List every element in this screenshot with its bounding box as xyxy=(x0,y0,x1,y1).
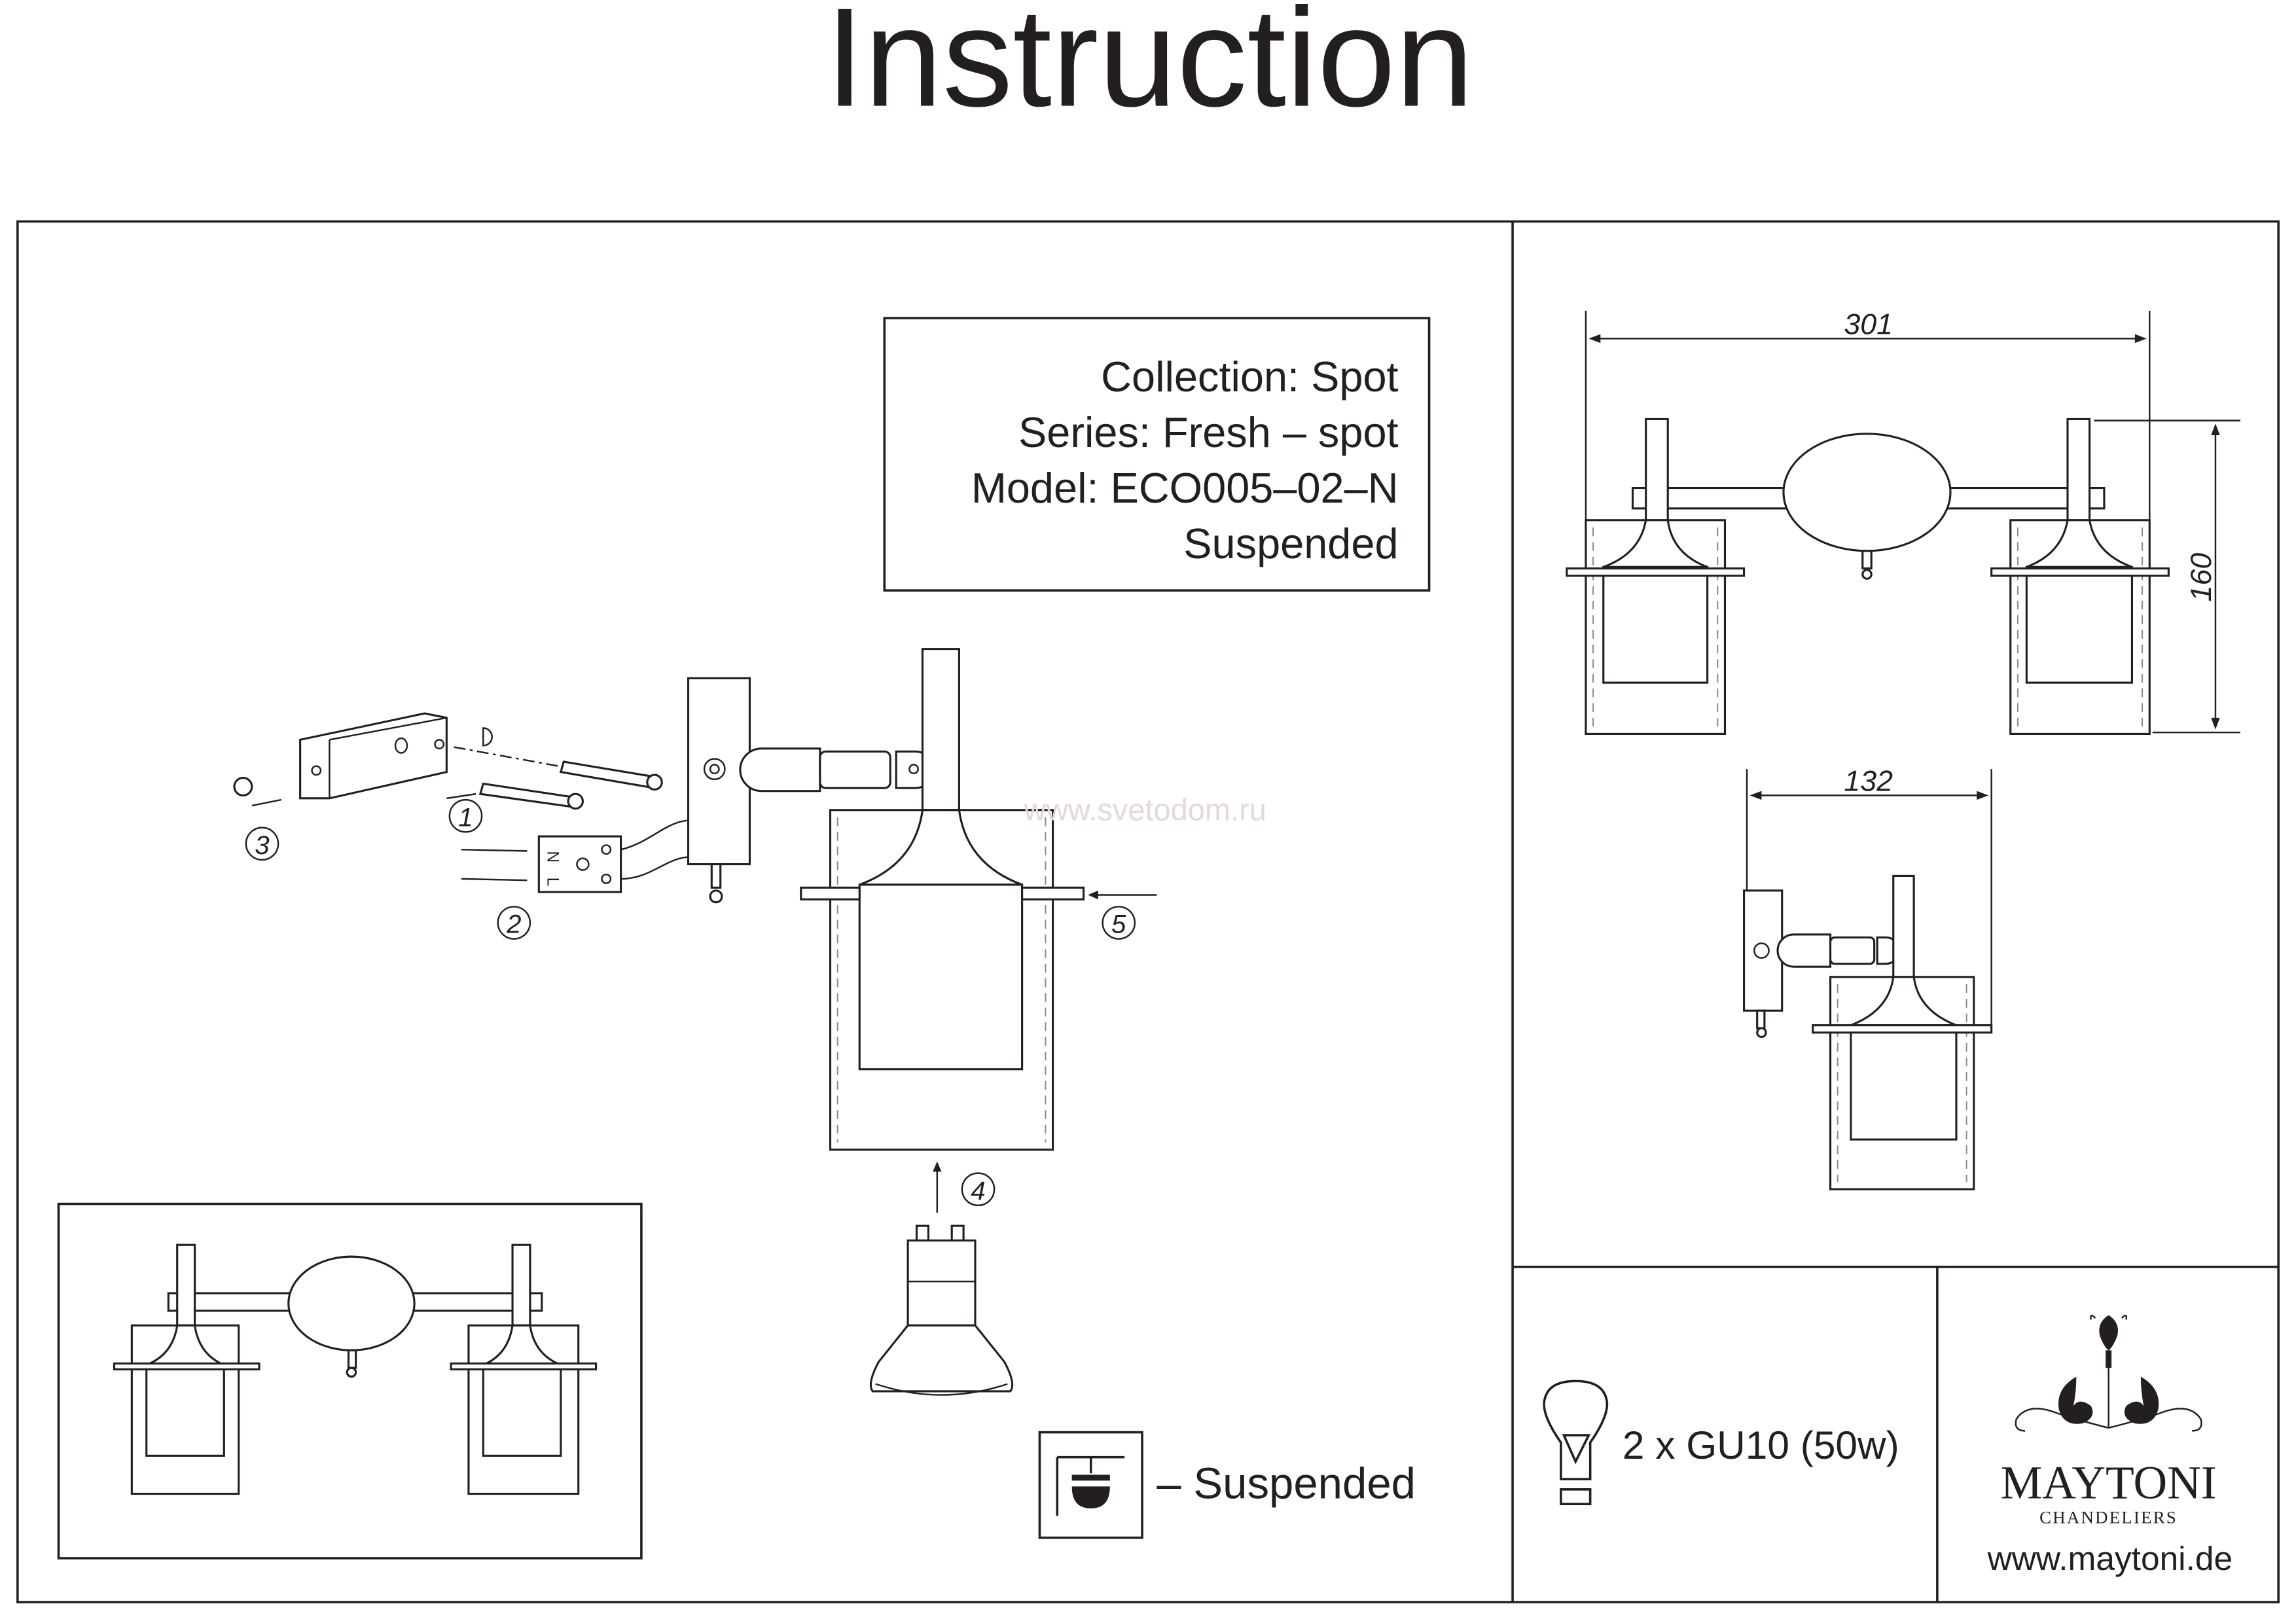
brand-name: MAYTONI xyxy=(2001,1457,2217,1508)
assembled-preview xyxy=(57,1202,643,1560)
chandelier-ornament-icon xyxy=(2015,1314,2202,1432)
watermark: www.svetodom.ru xyxy=(1023,792,1266,827)
suspended-mount-icon xyxy=(1038,1431,1143,1539)
mount-type-label: Suspended xyxy=(1183,520,1398,567)
suspended-legend-text: – Suspended xyxy=(1157,1459,1416,1508)
page-title: Instruction xyxy=(825,0,1474,136)
product-info-box: Collection: Spot Series: Fresh – spot Mo… xyxy=(883,317,1431,592)
dimension-160: 160 xyxy=(2185,553,2217,602)
step-5: 5 xyxy=(1111,910,1126,939)
brand-website: www.maytoni.de xyxy=(1987,1539,2233,1577)
maytoni-logo: MAYTONI CHANDELIERS xyxy=(2001,1314,2217,1527)
exploded-assembly-drawing: N L xyxy=(233,648,1157,1396)
sheet-frame xyxy=(16,220,2280,1603)
connector-n-label: N xyxy=(544,851,562,863)
bulb-spec: 2 x GU10 (50w) xyxy=(1543,1380,1899,1506)
step-4: 4 xyxy=(971,1176,985,1205)
light-bulb-icon xyxy=(1543,1380,1609,1506)
bulb-spec-text: 2 x GU10 (50w) xyxy=(1623,1423,1899,1467)
step-3: 3 xyxy=(255,830,270,860)
step-1: 1 xyxy=(458,802,473,832)
step-markers: 1 2 3 4 5 xyxy=(245,798,1136,1207)
dimension-132: 132 xyxy=(1844,765,1893,798)
series-label: Series: Fresh – spot xyxy=(1018,408,1399,456)
dimension-301: 301 xyxy=(1844,308,1893,341)
dimension-drawing-single: 132 xyxy=(1742,765,1993,1190)
dimension-drawing-double: 301 160 xyxy=(1566,308,2240,735)
step-2: 2 xyxy=(506,910,521,939)
brand-tagline: CHANDELIERS xyxy=(2039,1507,2178,1527)
collection-label: Collection: Spot xyxy=(1101,353,1398,401)
model-label: Model: ECO005–02–N xyxy=(971,464,1399,512)
suspended-legend: – Suspended xyxy=(1038,1431,1416,1539)
connector-l-label: L xyxy=(544,878,562,887)
